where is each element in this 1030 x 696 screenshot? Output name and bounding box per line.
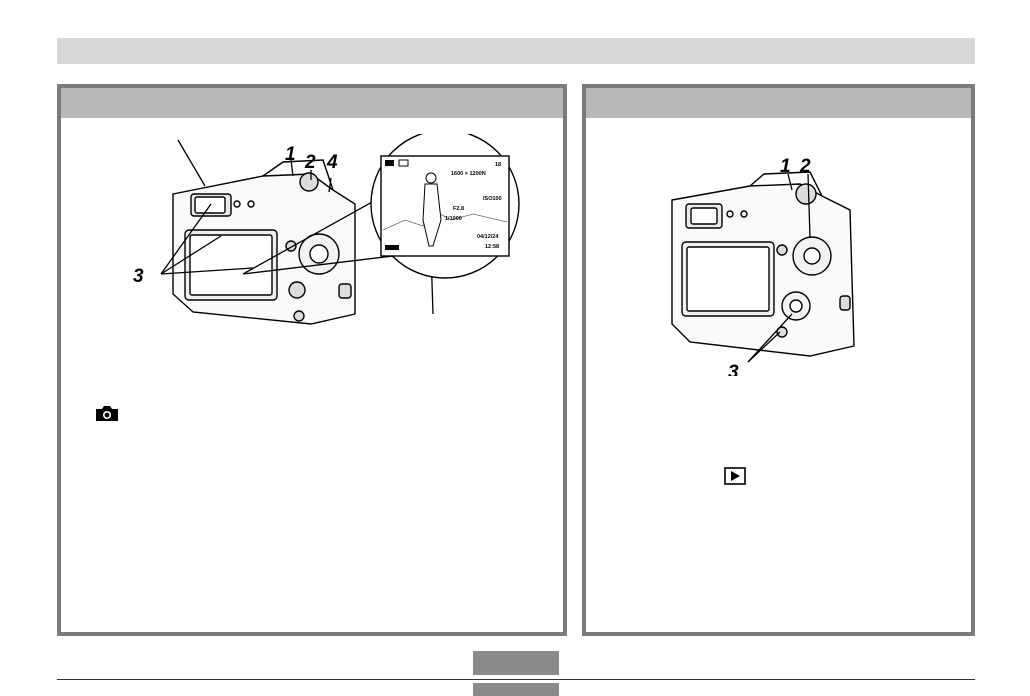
callout-1: 1	[285, 144, 296, 165]
right-panel-header	[586, 88, 971, 118]
callout-3: 3	[133, 266, 144, 287]
callout-1: 1	[780, 156, 791, 177]
lcd-image-size: 1600 × 1200N	[451, 171, 486, 177]
lcd-magnifier: 18 1600 × 1200N ISO100 F2.8 1/1000 04/12…	[370, 134, 520, 279]
camera-playback-illustration: 1 2 3	[671, 156, 855, 376]
callout-4: 4	[326, 152, 338, 173]
callout-3: 3	[728, 362, 739, 376]
page-number-tab	[473, 651, 559, 675]
camera-body	[172, 159, 356, 325]
camera-icon	[96, 406, 118, 421]
lcd-iso: ISO100	[483, 196, 502, 202]
lcd-aperture: F2.8	[453, 206, 464, 212]
callout-2: 2	[304, 152, 316, 173]
left-panel: 1 2 4 3 18 1600 × 1200N ISO100 F2.8 1/10…	[57, 84, 567, 636]
person-figure	[422, 172, 442, 247]
left-panel-header	[61, 88, 563, 118]
lcd-date: 04/12/24	[477, 234, 499, 240]
camera-body	[671, 171, 855, 357]
top-banner	[57, 38, 975, 64]
right-panel: 1 2 3	[582, 84, 975, 636]
page-number-tab-lower	[473, 683, 559, 696]
lcd-shot-count: 18	[495, 162, 501, 168]
camera-shooting-illustration: 1 2 4 3 18 1600 × 1200N ISO100 F2.8 1/10…	[133, 134, 520, 325]
play-icon	[724, 467, 746, 485]
footer-rule	[57, 679, 975, 680]
lcd-shutter: 1/1000	[445, 216, 462, 222]
lcd-time: 12:58	[485, 244, 499, 250]
callout-2: 2	[799, 156, 811, 177]
